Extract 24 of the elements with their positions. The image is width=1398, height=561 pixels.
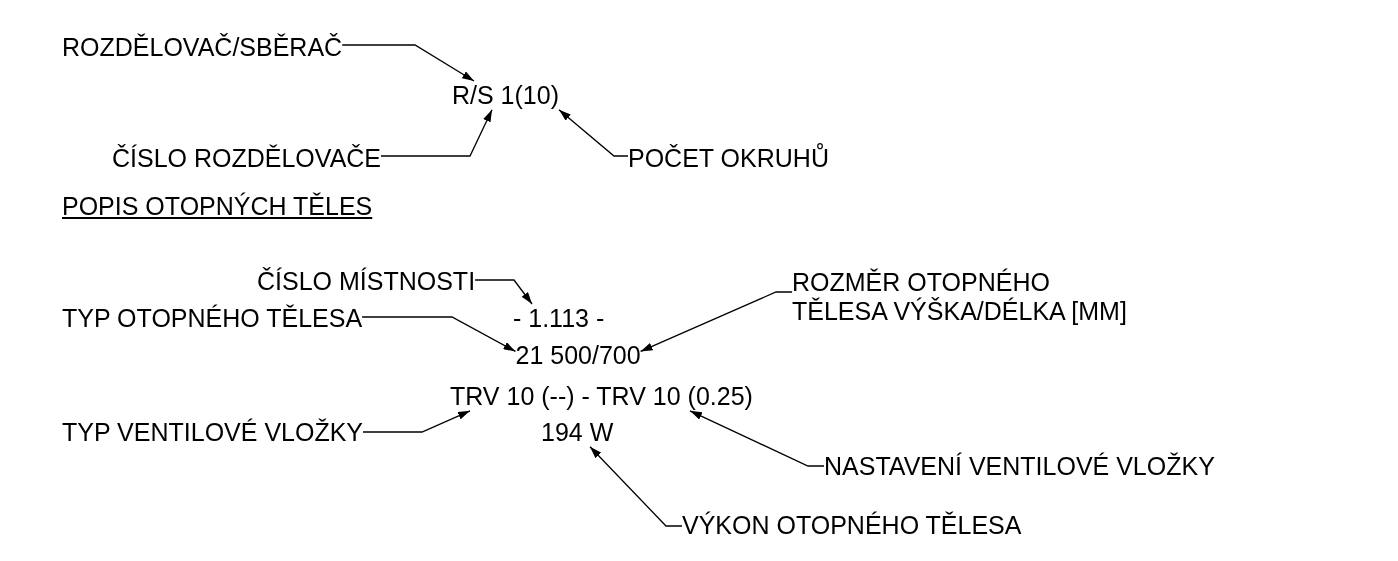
leader-line xyxy=(341,44,475,82)
leader-line xyxy=(474,279,533,305)
callout-text: ČÍSLO MÍSTNOSTI xyxy=(257,267,476,296)
callout-text: TYP VENTILOVÉ VLOŽKY xyxy=(62,418,364,447)
designation-text: TRV 10 (--) - TRV 10 (0.25) xyxy=(450,382,753,411)
leader-line xyxy=(639,291,793,353)
designation-text: - 1.113 - xyxy=(513,304,605,333)
leader-line xyxy=(380,109,493,157)
leader-line xyxy=(362,410,471,433)
leader-line xyxy=(689,410,825,467)
designation-text: 21 500/700 xyxy=(515,341,641,370)
leader-line xyxy=(558,109,629,157)
callout-text: ROZMĚR OTOPNÉHO TĚLESA VÝŠKA/DÉLKA [MM] xyxy=(792,268,1137,326)
callout-text: VÝKON OTOPNÉHO TĚLESA xyxy=(682,511,1022,540)
callout-text: ČÍSLO ROZDĚLOVAČE xyxy=(112,144,382,173)
callout-text: TYP OTOPNÉHO TĚLESA xyxy=(62,304,363,333)
leader-line xyxy=(589,446,683,527)
callout-text: NASTAVENÍ VENTILOVÉ VLOŽKY xyxy=(824,452,1215,481)
callout-text: POČET OKRUHŮ xyxy=(628,144,829,173)
designation-text: 194 W xyxy=(541,418,614,447)
designation-text: R/S 1(10) xyxy=(452,81,559,110)
callout-text: ROZDĚLOVAČ/SBĚRAČ xyxy=(62,33,343,62)
leader-line xyxy=(361,316,517,353)
section-heading: POPIS OTOPNÝCH TĚLES xyxy=(62,192,373,221)
